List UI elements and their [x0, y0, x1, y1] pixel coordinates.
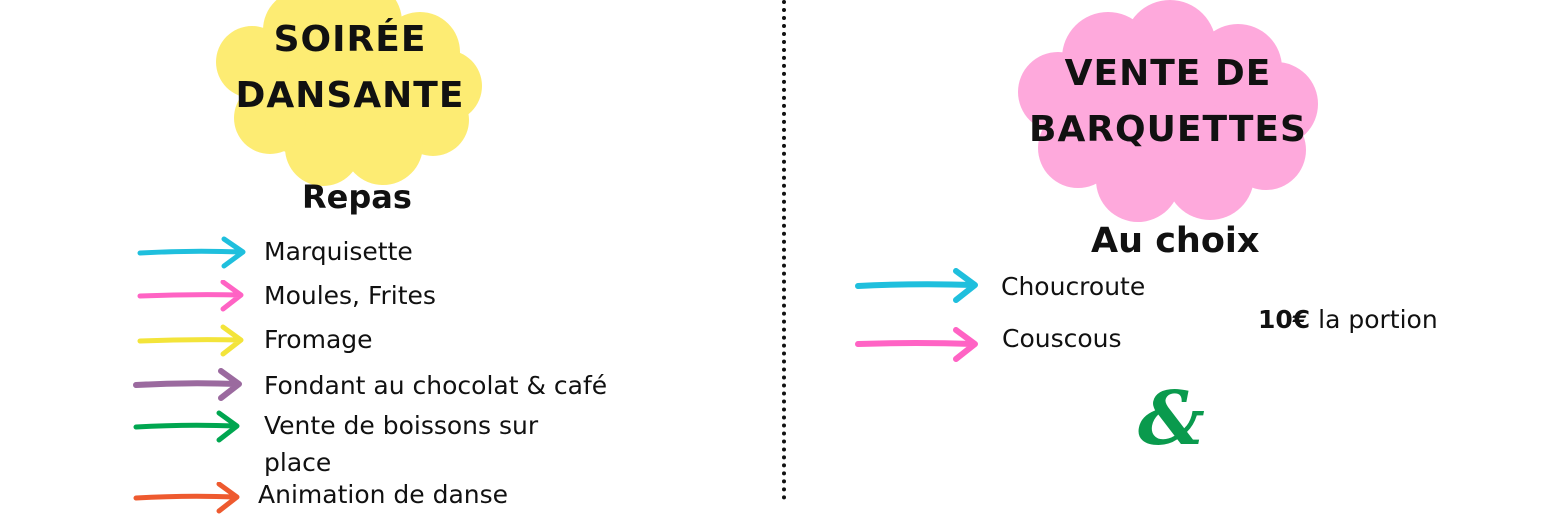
badge-line-2: DANSANTE — [235, 75, 465, 116]
badge-line-2: BARQUETTES — [1029, 109, 1307, 150]
badge-line-1: SOIRÉE — [273, 19, 427, 60]
menu-item-label: Animation de danse — [258, 480, 509, 509]
flyer-page: SOIRÉE DANSANTE Repas Marquisette Moules… — [133, 0, 1438, 514]
menu-item-label: Choucroute — [1001, 272, 1146, 301]
arrow-right-icon — [855, 268, 978, 303]
price-amount: 10€ — [1258, 305, 1311, 334]
arrow-right-icon — [133, 368, 242, 401]
menu-item-label: Moules, Frites — [264, 281, 436, 310]
menu-item-label: Fromage — [264, 325, 373, 354]
arrow-right-icon — [133, 482, 240, 514]
ampersand-symbol: & — [1138, 376, 1205, 462]
heading-repas: Repas — [302, 178, 412, 216]
menu-item-label: Couscous — [1002, 324, 1122, 353]
price-text: 10€ la portion — [1258, 305, 1438, 334]
menu-item-label-line-2: place — [264, 448, 332, 477]
badge-line-1: VENTE DE — [1064, 53, 1272, 94]
heading-au-choix: Au choix — [1091, 221, 1260, 261]
arrow-right-icon — [133, 410, 240, 443]
arrow-right-icon — [137, 236, 246, 269]
arrow-right-icon — [137, 324, 244, 357]
price-unit: la portion — [1318, 305, 1438, 334]
badge-vente-barquettes: VENTE DE BARQUETTES — [1010, 0, 1326, 224]
badge-soiree-dansante: SOIRÉE DANSANTE — [208, 0, 492, 188]
cloud-shape — [216, 0, 482, 186]
arrow-right-icon — [137, 280, 244, 312]
menu-item-label: Marquisette — [264, 237, 413, 266]
dotted-divider — [782, 0, 786, 500]
menu-item-label: Fondant au chocolat & café — [264, 371, 608, 400]
menu-item-label-line-1: Vente de boissons sur — [264, 411, 539, 440]
arrow-right-icon — [855, 327, 978, 362]
cloud-shape — [1018, 0, 1318, 222]
